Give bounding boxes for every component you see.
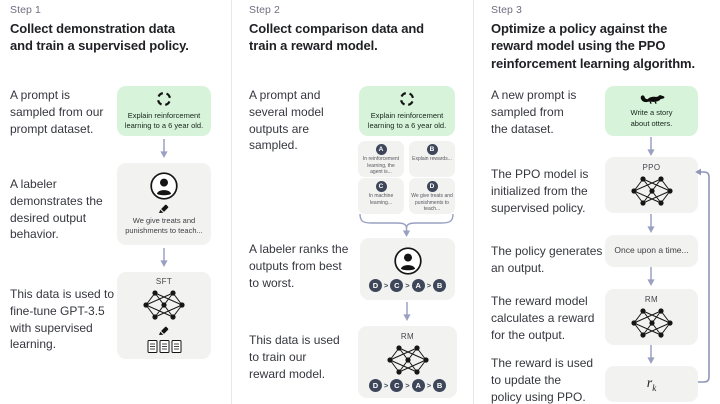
documents-icon: [147, 340, 181, 353]
neural-network-icon: [142, 289, 186, 321]
down-arrow-icon: [646, 267, 656, 287]
step3-init-caption: The PPO model is initialized from the su…: [491, 167, 589, 215]
step2-rm-box: RM D > C > A > B: [358, 326, 457, 398]
output-card-c: C In machine learning...: [358, 178, 404, 214]
neural-network-icon: [630, 175, 673, 207]
rank-separator: >: [426, 280, 432, 290]
step2-rank-caption: A labeler ranks the outputs from best to…: [249, 242, 349, 290]
step1-label: Step 1: [10, 4, 41, 16]
down-arrow-icon: [159, 248, 169, 268]
down-arrow-icon: [646, 345, 656, 365]
rank-separator: >: [383, 280, 389, 290]
output-badge-c: C: [375, 181, 387, 192]
column-divider: [473, 0, 474, 404]
dashed-circle-sample-icon: [399, 90, 415, 107]
ranking-row: D > C > A > B: [368, 278, 447, 292]
output-badge-b: B: [426, 144, 438, 155]
down-arrow-icon: [402, 302, 412, 322]
step3-title: Optimize a policy against the reward mod…: [491, 21, 696, 71]
step1-prompt-caption: A prompt is sampled from our prompt data…: [10, 88, 104, 136]
step3-output-box: Once upon a time...: [605, 235, 698, 267]
brace-converge-arrow: [359, 213, 454, 237]
reward-scalar: rk: [646, 375, 657, 393]
pencil-icon: [159, 326, 169, 335]
step3-prompt-text: Write a story about otters.: [630, 108, 673, 128]
generated-output-text: Once upon a time...: [614, 245, 689, 256]
rank-badge: B: [433, 379, 447, 392]
step3-reward-caption: The reward model calculates a reward for…: [491, 294, 595, 342]
neural-network-icon: [386, 344, 429, 376]
step3-output-caption: The policy generates an output.: [491, 244, 603, 275]
rank-badge: D: [368, 379, 382, 392]
step1-demo-text: We give treats and punishments to teach.…: [125, 215, 203, 235]
output-text-d: We give treats and punishments to teach.…: [411, 193, 453, 212]
step2-prompt-text: Explain reinforcement learning to a 6 ye…: [367, 110, 447, 130]
sft-model-label: SFT: [155, 277, 173, 286]
otter-icon: [640, 95, 664, 105]
ppo-model-label: PPO: [642, 163, 661, 172]
step1-labeler-box: We give treats and punishments to teach.…: [117, 163, 211, 245]
neural-network-icon: [630, 307, 673, 339]
step1-prompt-box: Explain reinforcement learning to a 6 ye…: [117, 86, 211, 136]
step3-reward-value-box: rk: [605, 366, 698, 402]
step1-title: Collect demonstration data and train a s…: [10, 21, 189, 54]
column-divider: [231, 0, 232, 404]
step1-labeler-caption: A labeler demonstrates the desired outpu…: [10, 177, 103, 242]
output-badge-a: A: [375, 144, 387, 155]
step2-train-caption: This data is used to train our reward mo…: [249, 333, 340, 381]
rank-separator: >: [405, 381, 410, 390]
pencil-icon: [159, 204, 169, 213]
step3-prompt-caption: A new prompt is sampled from the dataset…: [491, 88, 577, 136]
output-text-b: Explain rewards...: [412, 156, 452, 162]
step3-rm-box: RM: [605, 289, 698, 345]
rank-separator: >: [383, 381, 389, 390]
step2-prompt-box: Explain reinforcement learning to a 6 ye…: [359, 86, 455, 136]
rank-badge: B: [433, 278, 447, 292]
output-text-c: In machine learning...: [368, 193, 394, 206]
output-card-a: A In reinforcement learning, the agent i…: [358, 141, 404, 177]
output-card-b: B Explain rewards...: [409, 141, 455, 177]
output-badge-d: D: [426, 181, 438, 192]
step2-prompt-caption: A prompt and several model outputs are s…: [249, 88, 324, 153]
step2-title: Collect comparison data and train a rewa…: [249, 21, 425, 54]
output-card-d: D We give treats and punishments to teac…: [409, 178, 455, 214]
rank-badge: C: [390, 379, 404, 392]
rank-badge: D: [368, 278, 382, 292]
step2-ranking-box: D > C > A > B: [360, 238, 455, 300]
loop-arrow-icon: [695, 168, 710, 383]
step3-update-caption: The reward is used to update the policy …: [491, 356, 594, 404]
rank-separator: >: [405, 280, 410, 290]
person-icon: [150, 172, 178, 200]
person-icon: [393, 246, 422, 275]
rank-separator: >: [426, 381, 432, 390]
rm-model-label: RM: [644, 295, 659, 304]
rank-badge: A: [411, 278, 425, 292]
step3-ppo-box: PPO: [605, 157, 698, 213]
step2-label: Step 2: [249, 4, 280, 16]
step3-label: Step 3: [491, 4, 522, 16]
down-arrow-icon: [159, 139, 169, 159]
ranking-row: D > C > A > B: [368, 379, 447, 392]
down-arrow-icon: [646, 137, 656, 157]
output-text-a: In reinforcement learning, the agent is.…: [362, 156, 400, 175]
rank-badge: C: [390, 278, 404, 292]
step1-finetune-caption: This data is used to fine-tune GPT-3.5 w…: [10, 287, 115, 352]
rm-model-label: RM: [400, 332, 415, 341]
step1-prompt-text: Explain reinforcement learning to a 6 ye…: [124, 110, 204, 130]
dashed-circle-sample-icon: [156, 90, 172, 107]
step1-sft-box: SFT: [117, 272, 211, 359]
down-arrow-icon: [646, 214, 656, 234]
rank-badge: A: [411, 379, 425, 392]
step3-prompt-box: Write a story about otters.: [605, 86, 698, 136]
